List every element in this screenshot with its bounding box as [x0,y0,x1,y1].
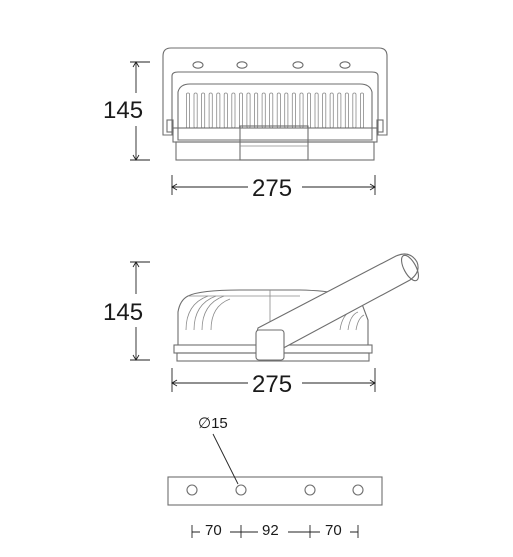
side-width-label: 275 [252,371,292,398]
heatsink-fin [314,92,319,129]
side-fin [193,295,217,331]
side-dim-h-arrow [171,379,178,387]
front-bracket [162,47,388,136]
heatsink-fin [359,92,364,129]
front-dim-h-arrow [369,183,376,191]
side-pivot [255,329,285,361]
heatsink-fin [276,92,281,129]
heatsink-fin [322,92,327,129]
side-height-label: 145 [103,299,143,326]
heatsink-fin [352,92,357,129]
heatsink-fin [231,92,236,129]
heatsink-fin [238,92,243,129]
front-knob-left [166,119,174,133]
spacing-label-middle: 92 [262,522,279,539]
heatsink-fin [193,92,198,129]
heatsink-fin [208,92,213,129]
front-dim-v-arrow [132,61,140,68]
heatsink-fin [223,92,228,129]
heatsink-fin [291,92,296,129]
front-center-block [239,125,309,161]
heatsink-fin [329,92,334,129]
side-arm-end [401,254,419,282]
front-dim-v-arrow [132,154,140,161]
label-mask [258,520,288,538]
heatsink-fin [246,92,251,129]
heatsink-fin [216,92,221,129]
label-mask [320,520,350,538]
front-bracket-hole [339,61,351,69]
front-height-label: 145 [103,97,143,124]
heatsink-fin [337,92,342,129]
front-knob-right [376,119,384,133]
front-bracket-hole [192,61,204,69]
side-fin [355,314,365,331]
bracket-hole [186,484,198,496]
spacing-label-left: 70 [205,522,222,539]
side-fin [185,295,209,331]
bracket-hole [235,484,247,496]
side-dim-h-arrow [369,379,376,387]
front-bracket-hole [236,61,248,69]
bracket-hole [352,484,364,496]
bracket-hole [304,484,316,496]
heatsink-fin [261,92,266,129]
front-bracket-hole [292,61,304,69]
hole-diameter-label: ∅15 [198,415,228,432]
heatsink-fin [185,92,190,129]
front-lens-plate [175,141,375,161]
heatsink-fin [299,92,304,129]
front-housing [177,83,373,141]
heatsink-fin [306,92,311,129]
side-fin [347,311,359,331]
heatsink-fin [254,92,259,129]
side-dim-v-arrow [132,261,140,268]
heatsink-fin [201,92,206,129]
side-fin [210,298,231,331]
heatsink-fin [284,92,289,129]
spacing-label-right: 70 [325,522,342,539]
side-dim-v-arrow [132,354,140,361]
side-view: 145 275 [103,253,419,398]
front-view: 145 275 [103,47,388,202]
bracket-plate [167,476,383,506]
label-mask [200,520,230,538]
heatsink-fin [344,92,349,129]
side-fin [201,295,225,331]
bracket-view: ∅15 70 92 70 [167,415,383,539]
hole-leader [212,433,239,485]
front-dim-h-arrow [171,183,178,191]
front-width-label: 275 [252,175,292,202]
front-heatsink-fins [185,92,364,129]
heatsink-fin [269,92,274,129]
